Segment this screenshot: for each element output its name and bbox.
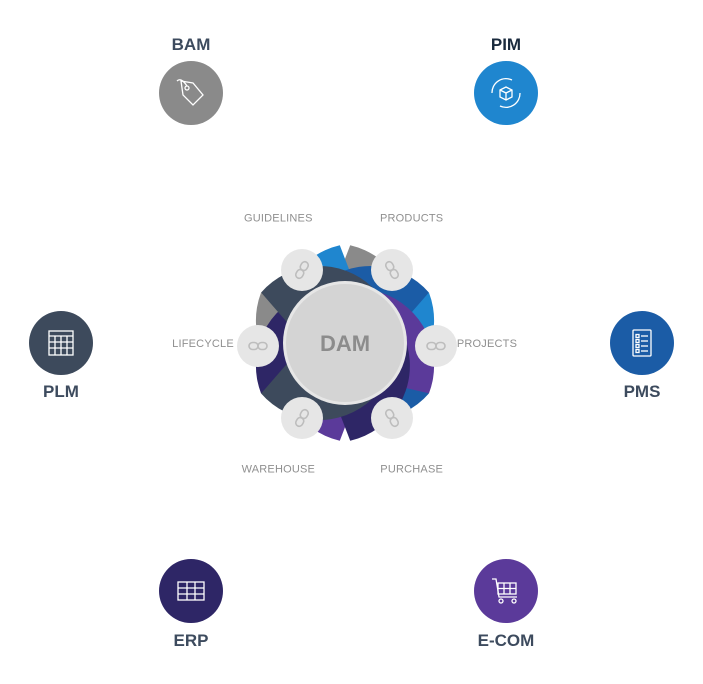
system-label-bam: BAM — [172, 35, 211, 54]
system-badge — [159, 559, 223, 623]
link-connector — [371, 397, 413, 439]
chain-link-icon — [426, 341, 446, 351]
chain-link-icon — [384, 408, 400, 428]
petal-label-guidelines: GUIDELINES — [244, 213, 313, 225]
product-sync-icon — [491, 78, 521, 108]
system-pim: PIM — [474, 35, 538, 125]
system-badge — [610, 311, 674, 375]
link-connector — [281, 249, 323, 291]
tag-icon — [176, 79, 204, 106]
system-label-plm: PLM — [43, 382, 79, 401]
petal-label-lifecycle: LIFECYCLE — [172, 338, 234, 350]
petal-label-projects: PROJECTS — [457, 338, 517, 350]
petal-label-purchase: PURCHASE — [380, 463, 443, 475]
chain-link-icon — [294, 260, 310, 280]
calendar-grid-icon — [48, 330, 74, 356]
system-plm: PLM — [29, 311, 93, 401]
chain-link-icon — [248, 341, 268, 351]
checklist-icon — [632, 329, 652, 357]
system-bam: BAM — [159, 35, 223, 125]
system-pms: PMS — [610, 311, 674, 401]
system-label-e-com: E-COM — [478, 631, 535, 650]
petal-inner-circle — [368, 174, 455, 261]
petal-inner-circle — [235, 174, 322, 261]
hub-inner-circle — [286, 284, 404, 402]
chain-link-icon — [294, 408, 310, 428]
system-e-com: E-COM — [474, 559, 538, 650]
system-label-pms: PMS — [624, 382, 661, 401]
petal-inner-circle — [368, 425, 455, 512]
shopping-cart-icon — [492, 578, 517, 604]
petal-inner-circle — [235, 425, 322, 512]
petal-label-warehouse: WAREHOUSE — [242, 463, 316, 475]
petal-inner-circle — [444, 300, 530, 386]
link-connector — [415, 325, 457, 367]
grid-table-icon — [177, 581, 205, 601]
system-label-pim: PIM — [491, 35, 521, 54]
dam-hub: DAM — [283, 281, 407, 405]
chain-link-icon — [384, 260, 400, 280]
link-connector — [281, 397, 323, 439]
hub-label: DAM — [320, 331, 370, 356]
petal-inner-circle — [160, 300, 246, 386]
system-label-erp: ERP — [174, 631, 209, 650]
link-connector — [371, 249, 413, 291]
system-erp: ERP — [159, 559, 223, 650]
system-badge — [159, 61, 223, 125]
petal-label-products: PRODUCTS — [380, 213, 443, 225]
system-badge — [474, 559, 538, 623]
link-connector — [237, 325, 279, 367]
